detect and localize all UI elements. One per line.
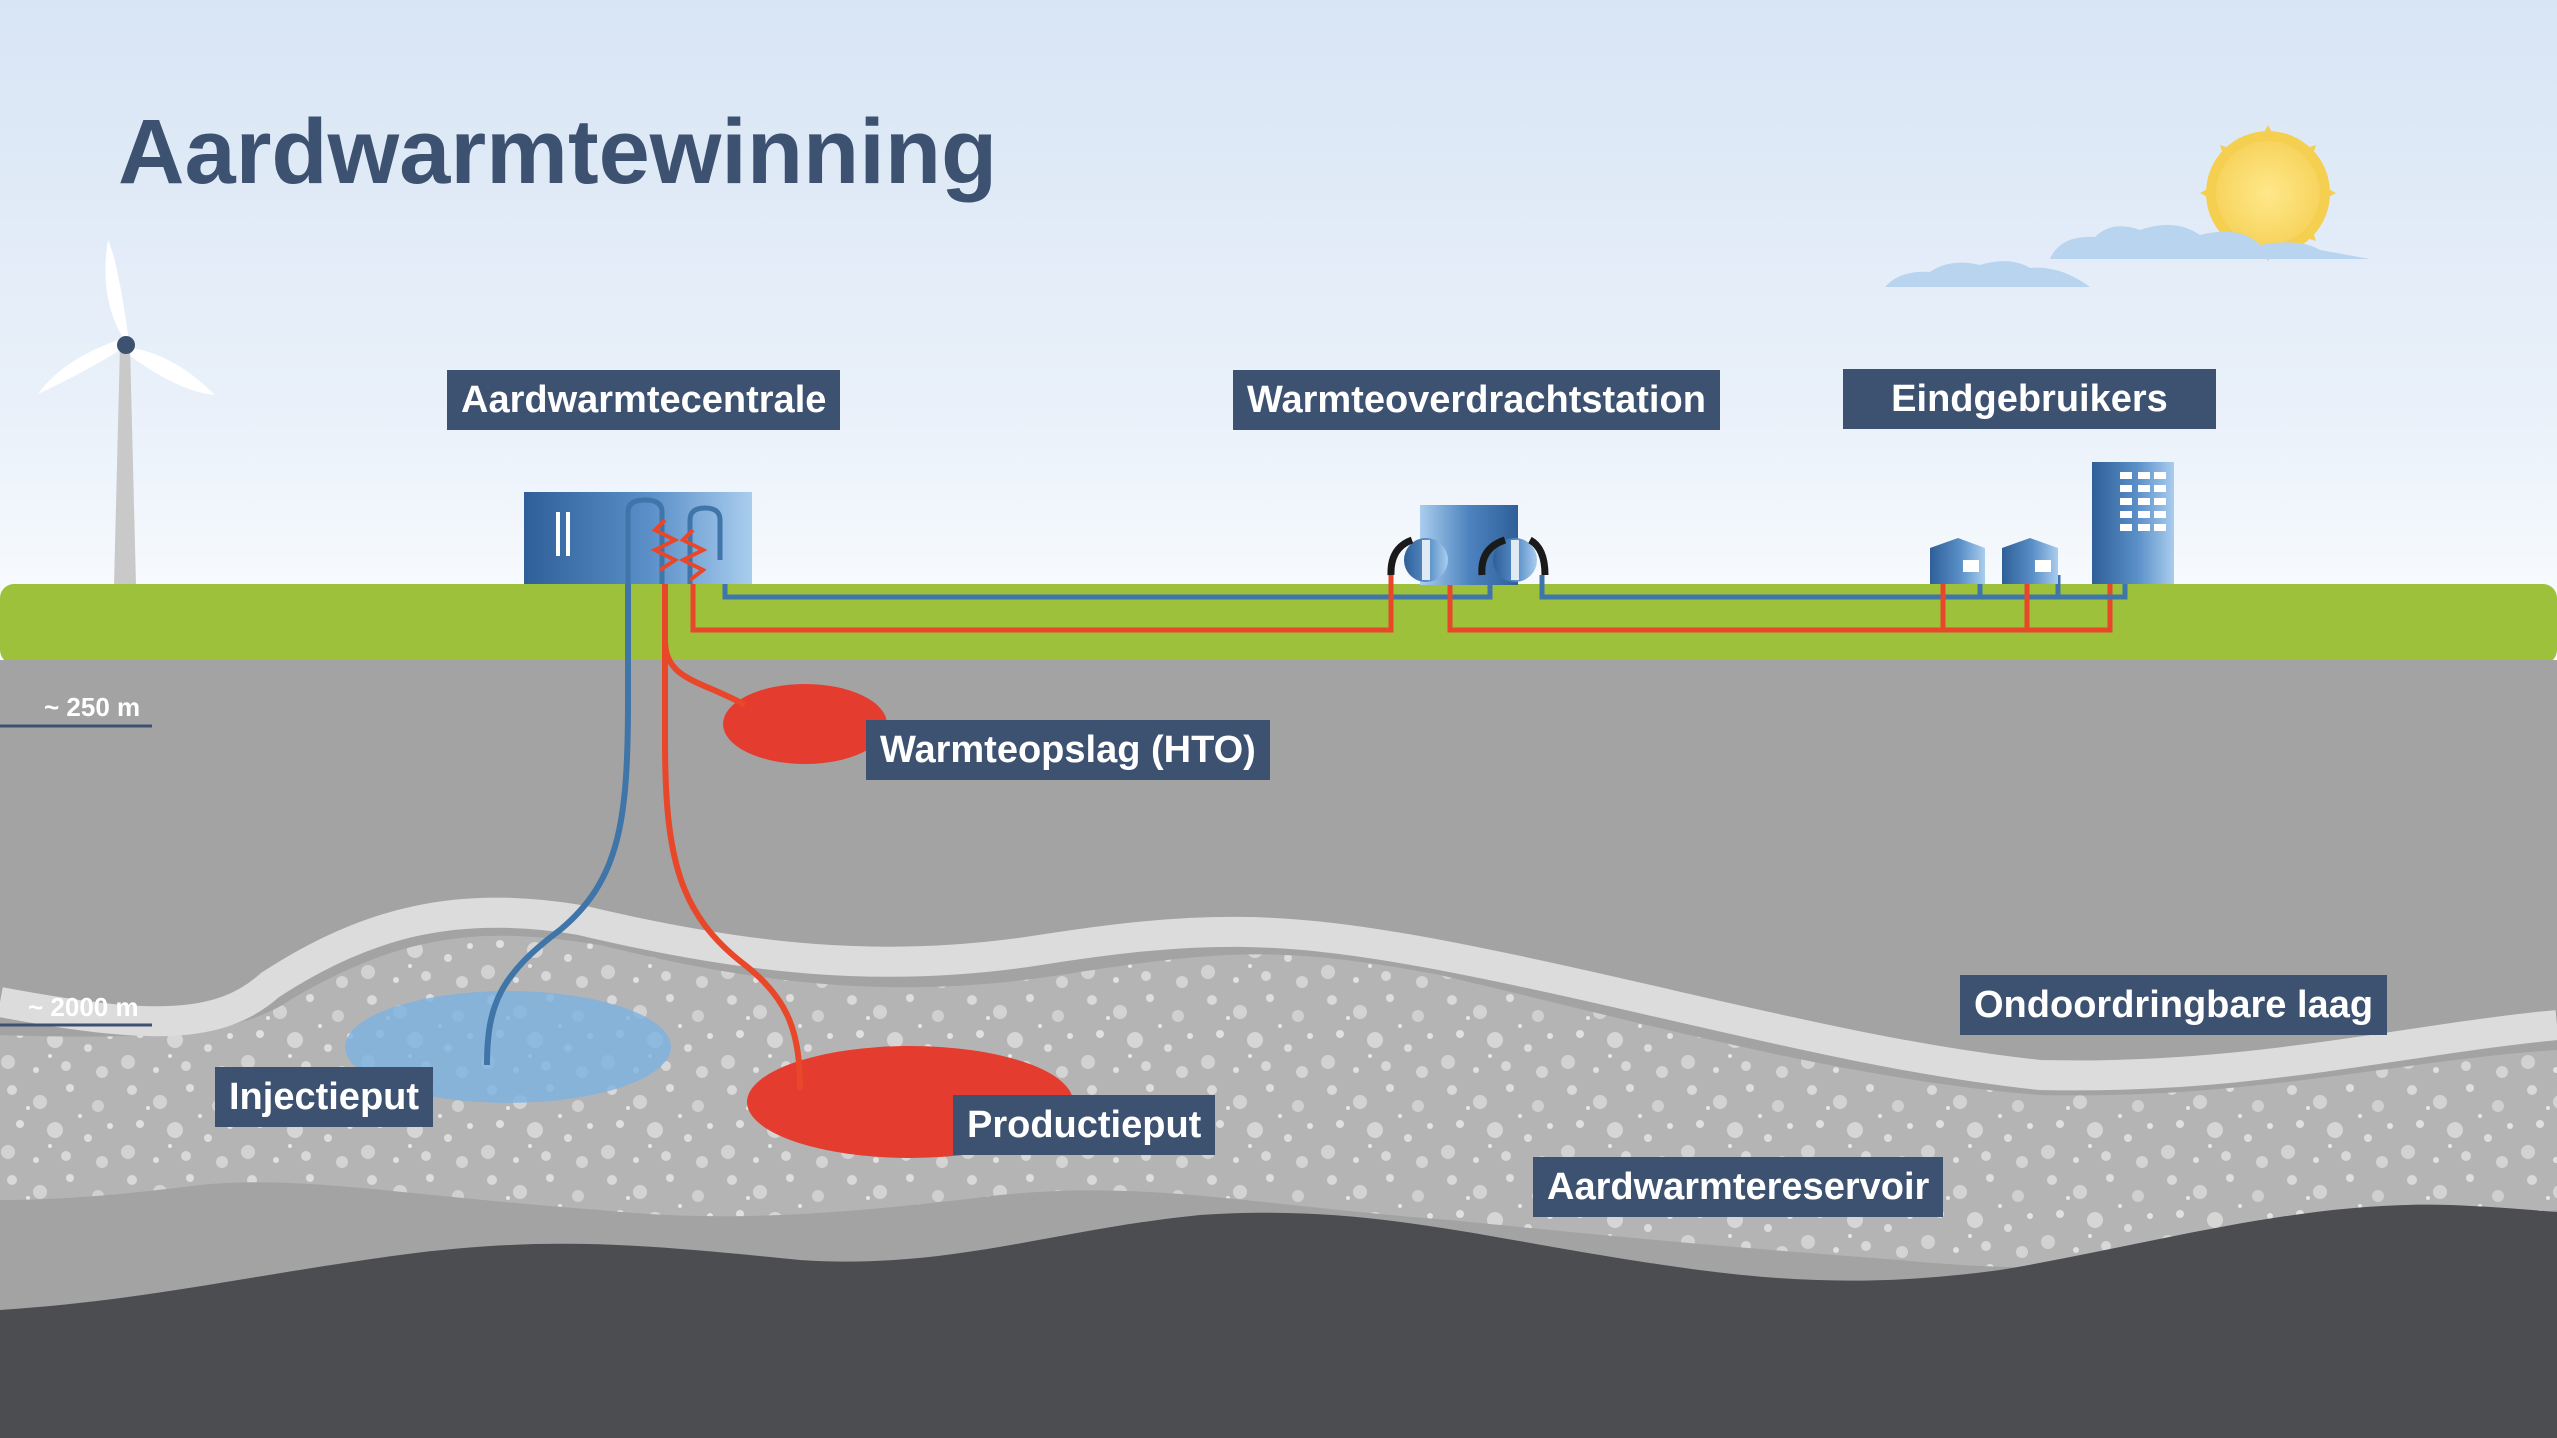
grass-surface <box>0 584 2557 664</box>
injection-well-pipe <box>484 510 631 1066</box>
storage-zone <box>723 684 887 764</box>
production-well-pipe <box>662 520 803 1091</box>
label-production-well: Productieput <box>953 1095 1216 1155</box>
wind-turbine-icon <box>38 240 215 585</box>
storage-pipe <box>662 639 747 708</box>
transfer-station-building <box>1387 505 1549 585</box>
building-icon <box>2092 462 2174 584</box>
label-impermeable-layer: Ondoordringbare laag <box>1960 975 2388 1035</box>
label-reservoir: Aardwarmtereservoir <box>1533 1157 1944 1217</box>
label-injection-well: Injectieput <box>215 1067 434 1127</box>
geothermal-plant-building <box>524 492 752 584</box>
page-title: Aardwarmtewinning <box>118 101 998 203</box>
cloud-icon <box>1885 225 2370 287</box>
label-plant: Aardwarmtecentrale <box>447 370 841 430</box>
depth-marker-2000: ~ 2000 m <box>28 992 139 1022</box>
depth-marker-250: ~ 250 m <box>44 692 141 722</box>
impermeable-band <box>0 897 2557 1091</box>
label-storage: Warmteopslag (HTO) <box>866 720 1270 780</box>
label-transfer-station: Warmteoverdrachtstation <box>1233 370 1720 430</box>
house-icon <box>1930 538 2058 584</box>
label-end-users: Eindgebruikers <box>1843 369 2216 429</box>
